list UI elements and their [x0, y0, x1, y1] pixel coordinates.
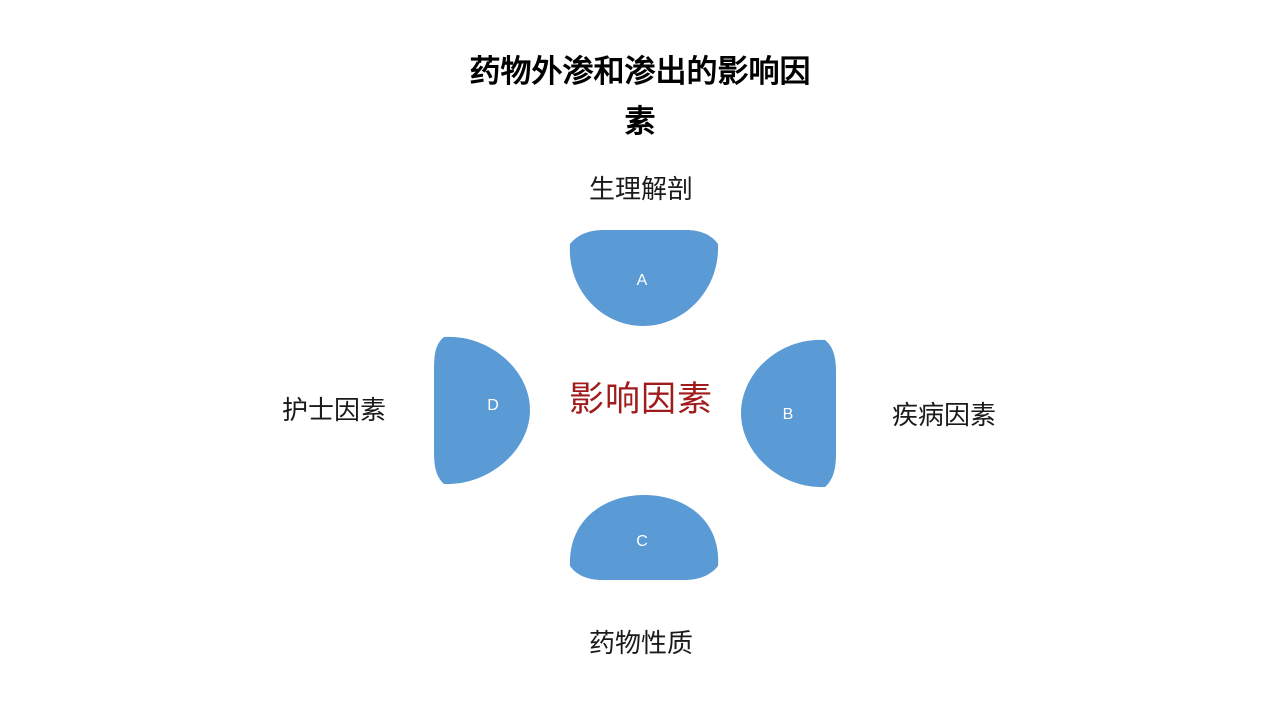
petal-label-bottom: 药物性质: [588, 629, 693, 658]
petal-shape-left[interactable]: [434, 336, 530, 485]
petal-label-right: 疾病因素: [891, 401, 996, 430]
page-title: 药物外渗和渗出的影响因 素: [469, 54, 811, 139]
petal-letter-d: D: [487, 397, 499, 414]
diagram-center-label: 影响因素: [568, 380, 713, 419]
petal-label-left: 护士因素: [281, 396, 386, 425]
petal-shape-right[interactable]: [741, 339, 836, 488]
petal-shape-bottom[interactable]: [569, 495, 719, 580]
petal-label-top: 生理解剖: [588, 175, 693, 204]
petal-letter-a: A: [636, 272, 648, 289]
petal-shape-top[interactable]: [569, 230, 719, 326]
petal-letter-b: B: [782, 406, 794, 423]
petal-letter-c: C: [636, 533, 648, 550]
